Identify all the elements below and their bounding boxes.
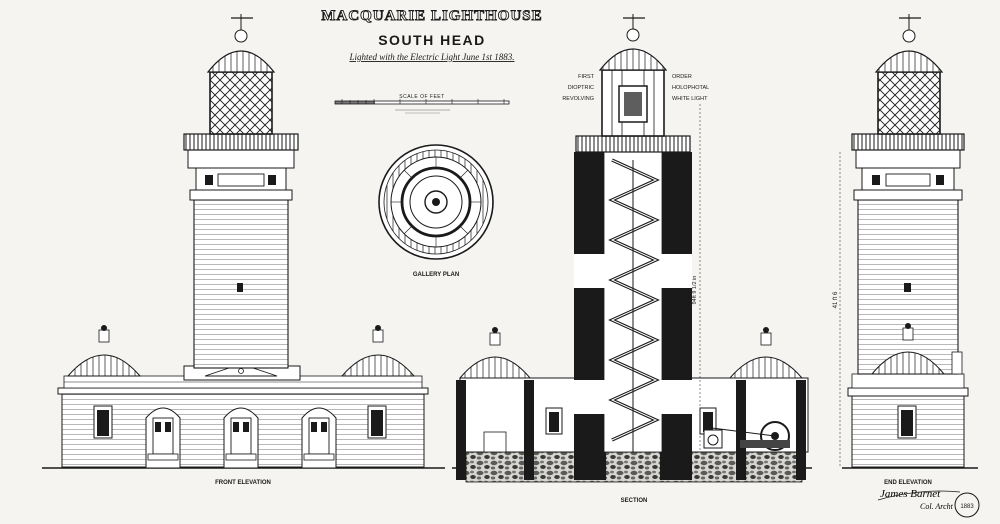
section-left-dome — [458, 356, 532, 379]
section-view: FIRST DIOPTRIC REVOLVING ORDER HOLOPHOTA… — [452, 14, 812, 504]
drawing-title: MACQUARIE LIGHTHOUSE — [321, 8, 542, 24]
end-gallery-railing — [851, 133, 965, 151]
gallery-plan-label: GALLERY PLAN — [413, 272, 459, 278]
section-right-dome — [728, 356, 804, 379]
front-elevation: FRONT ELEVATION — [42, 14, 445, 486]
front-gallery-railing — [183, 133, 299, 151]
front-lantern — [209, 71, 273, 135]
section-tower-wall-right — [660, 152, 692, 480]
light-note-right-3: WHITE LIGHT — [672, 96, 708, 102]
scale-of-feet: SCALE OF FEET — [334, 94, 510, 114]
light-note-left-3: REVOLVING — [562, 96, 594, 102]
official-stamp — [954, 492, 980, 518]
architect-signature: James Barnet Col. Archt 1883 — [877, 488, 980, 518]
end-height-dimension: 41 ft 6 — [833, 291, 839, 308]
lighting-note: Lighted with the Electric Light June 1st… — [349, 52, 515, 62]
section-foundation — [465, 451, 803, 483]
front-right-dome — [340, 325, 416, 377]
front-elevation-label: FRONT ELEVATION — [215, 480, 271, 486]
end-elevation-label: END ELEVATION — [884, 480, 932, 486]
light-note-left-2: DIOPTRIC — [568, 85, 594, 91]
light-note-right-1: ORDER — [672, 74, 692, 80]
light-note-right-2: HOLOPHOTAL — [672, 85, 709, 91]
light-note-left-1: FIRST — [578, 74, 595, 80]
stamp-year: 1883 — [960, 504, 974, 510]
gallery-plan: GALLERY PLAN — [378, 144, 494, 278]
scale-label: SCALE OF FEET — [399, 94, 444, 100]
end-dome — [870, 351, 946, 375]
section-label: SECTION — [621, 498, 648, 504]
signature-title: Col. Archt — [920, 502, 954, 511]
end-elevation: 41 ft 6 END ELEVATION — [833, 14, 978, 486]
section-engine — [703, 421, 790, 451]
drawing-subtitle: SOUTH HEAD — [378, 32, 486, 48]
front-left-dome — [66, 325, 142, 377]
front-tower-window — [237, 283, 243, 292]
section-height-dimension: 94ft 9 1/2 in — [692, 276, 698, 305]
section-tower-wall-left — [574, 152, 606, 480]
end-lantern — [877, 71, 941, 135]
title-block: MACQUARIE LIGHTHOUSE SOUTH HEAD Lighted … — [321, 8, 542, 62]
signature-name: James Barnet — [880, 488, 941, 500]
